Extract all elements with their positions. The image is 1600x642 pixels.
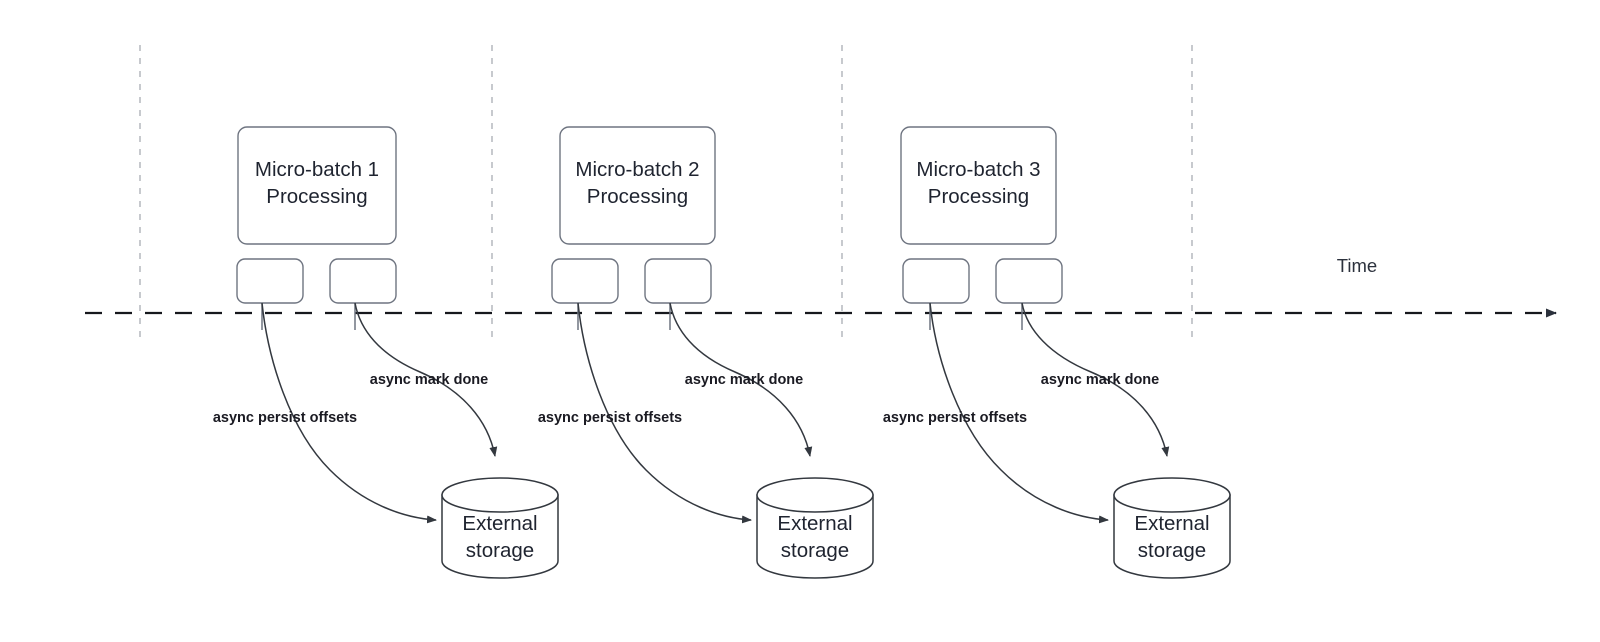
micro-batch-box[interactable] bbox=[237, 126, 397, 245]
group-2: Micro-batch 2 Processing async persist off… bbox=[538, 126, 874, 579]
storage-cylinder-top bbox=[1113, 477, 1231, 513]
storage-cylinder-body[interactable] bbox=[1113, 494, 1231, 579]
edge-label-async-persist-offsets: async persist offsets bbox=[883, 410, 1027, 426]
storage-label-line1: External bbox=[777, 512, 852, 535]
edge-label-async-mark-done: async mark done bbox=[1041, 372, 1159, 388]
micro-batch-label-line2: Processing bbox=[928, 185, 1029, 208]
storage-cylinder-body[interactable] bbox=[756, 494, 874, 579]
marker-box-offset-marker[interactable] bbox=[236, 258, 304, 304]
edge-label-async-mark-done: async mark done bbox=[685, 372, 803, 388]
batch-groups: Micro-batch 1 Processing async persist off… bbox=[213, 126, 1231, 579]
time-axis-label: Time bbox=[1337, 255, 1377, 276]
storage-label-line2: storage bbox=[466, 539, 534, 562]
storage-label-line2: storage bbox=[1138, 539, 1206, 562]
micro-batch-label-line2: Processing bbox=[587, 185, 688, 208]
storage-label-line2: storage bbox=[781, 539, 849, 562]
edge-async-persist-offsets bbox=[577, 302, 752, 524]
micro-batch-box[interactable] bbox=[900, 126, 1057, 245]
edge-async-persist-offsets bbox=[261, 302, 437, 524]
group-3: Micro-batch 3 Processing async persist off… bbox=[883, 126, 1231, 579]
edge-async-persist-offsets bbox=[929, 302, 1109, 524]
storage-label-line1: External bbox=[1134, 512, 1209, 535]
group-1: Micro-batch 1 Processing async persist off… bbox=[213, 126, 559, 579]
time-axis: Time bbox=[85, 255, 1557, 318]
micro-batch-label-line1: Micro-batch 2 bbox=[575, 158, 699, 181]
marker-box-done-marker[interactable] bbox=[329, 258, 397, 304]
storage-cylinder-top bbox=[441, 477, 559, 513]
edge-async-mark-done bbox=[354, 302, 498, 457]
marker-box-done-marker[interactable] bbox=[644, 258, 712, 304]
micro-batch-box[interactable] bbox=[559, 126, 716, 245]
micro-batch-label-line2: Processing bbox=[266, 185, 367, 208]
micro-batch-label-line1: Micro-batch 1 bbox=[255, 158, 379, 181]
marker-box-offset-marker[interactable] bbox=[551, 258, 619, 304]
marker-box-done-marker[interactable] bbox=[995, 258, 1063, 304]
edge-label-async-mark-done: async mark done bbox=[370, 372, 488, 388]
storage-label-line1: External bbox=[462, 512, 537, 535]
tick-line-group bbox=[139, 45, 1193, 340]
storage-cylinder-top bbox=[756, 477, 874, 513]
marker-box-offset-marker[interactable] bbox=[902, 258, 970, 304]
edge-label-async-persist-offsets: async persist offsets bbox=[213, 410, 357, 426]
storage-cylinder-body[interactable] bbox=[441, 494, 559, 579]
edge-label-async-persist-offsets: async persist offsets bbox=[538, 410, 682, 426]
edge-async-mark-done bbox=[669, 302, 813, 457]
micro-batch-label-line1: Micro-batch 3 bbox=[916, 158, 1040, 181]
edge-async-mark-done bbox=[1021, 302, 1170, 457]
